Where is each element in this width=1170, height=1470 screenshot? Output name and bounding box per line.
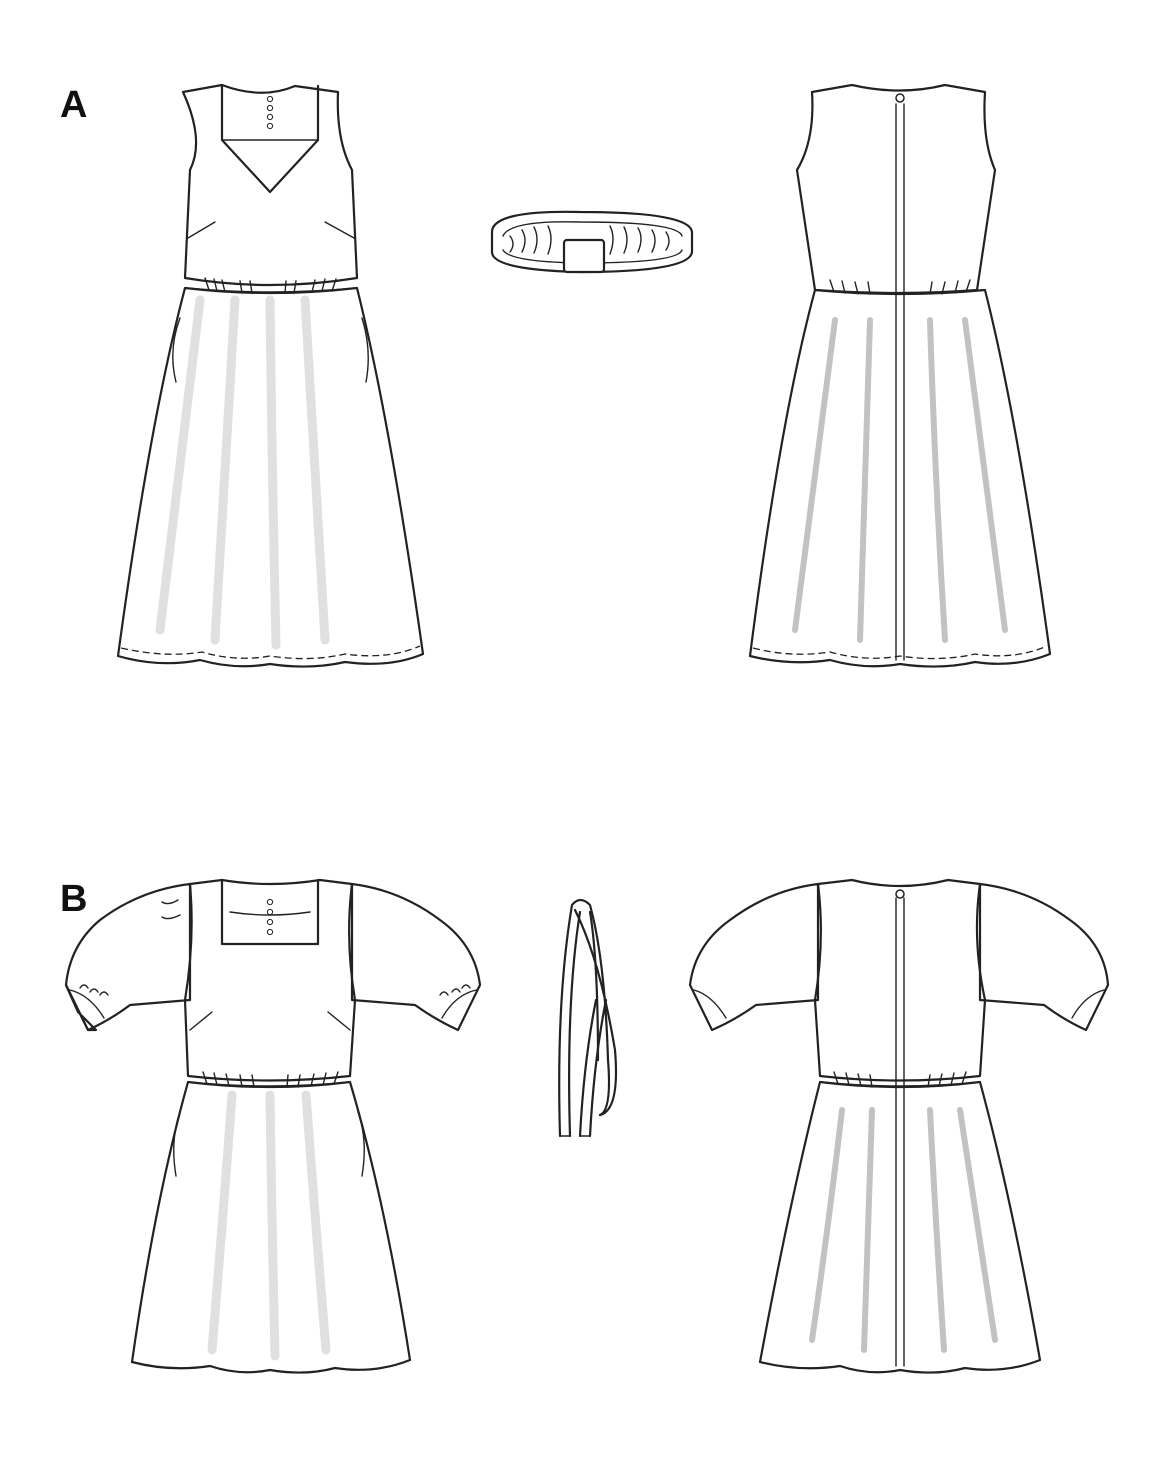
button-icon [266,95,274,130]
view-b-front-dress [64,878,482,1374]
tie-belt-icon [558,898,618,1138]
view-label-a: A [60,84,88,126]
zipper-icon [895,93,905,661]
view-label-b: B [60,878,88,920]
view-b-back-dress [688,878,1110,1374]
view-a-front-dress [116,83,425,668]
elastic-belt-icon [490,210,694,274]
button-icon [266,898,274,936]
view-a-back-dress [748,83,1052,668]
zipper-icon [895,889,905,1367]
